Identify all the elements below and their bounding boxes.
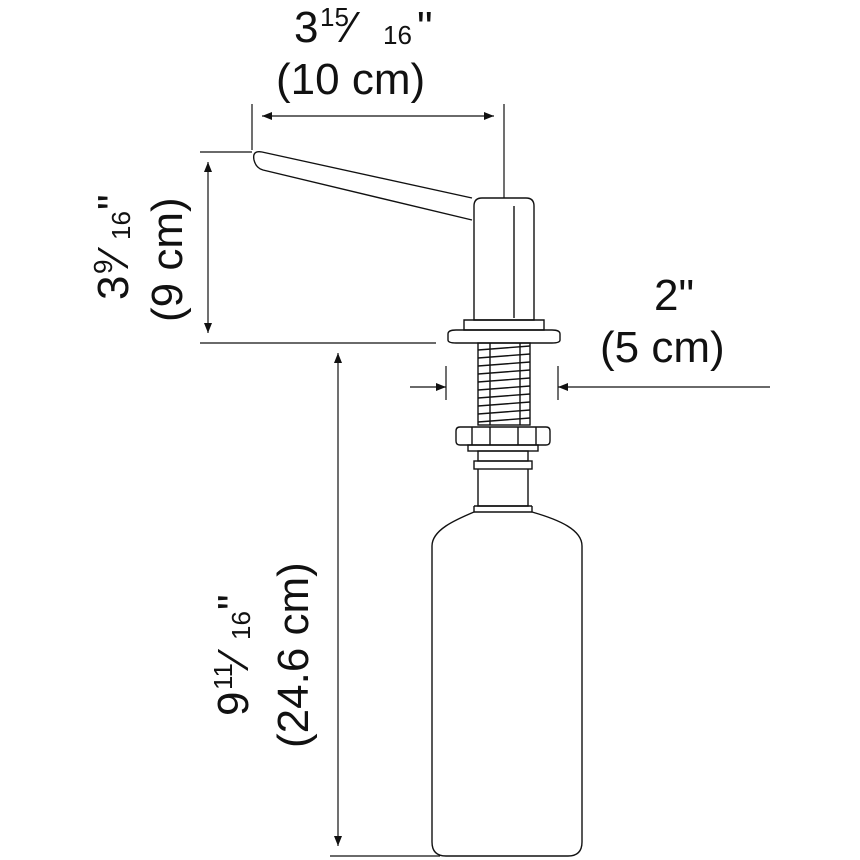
width-top-inch-mark: " xyxy=(417,3,433,52)
diameter-imperial: 2" xyxy=(654,271,694,320)
height-bottle-denominator: 16 xyxy=(226,611,256,640)
mounting-collar xyxy=(463,319,545,331)
dimension-width-top: 3 15 ⁄ 16 " (10 cm) xyxy=(251,2,505,198)
height-bottle-metric: (24.6 cm) xyxy=(269,562,318,748)
height-spout-inch-mark: " xyxy=(89,194,138,210)
width-top-whole: 3 xyxy=(294,3,318,52)
width-top-denominator: 16 xyxy=(383,20,412,50)
soap-bottle xyxy=(431,511,583,857)
height-spout-numerator: 9 xyxy=(88,260,118,274)
height-spout-metric: (9 cm) xyxy=(143,197,192,322)
dispenser-spout xyxy=(252,150,473,221)
soap-dispenser xyxy=(252,150,583,857)
height-spout-metric-label: (9 cm) xyxy=(143,197,192,322)
dimension-diameter-hole: 2" (5 cm) xyxy=(410,271,770,400)
threaded-shank xyxy=(477,342,531,426)
width-top-metric: (10 cm) xyxy=(276,55,425,104)
mounting-flange xyxy=(447,329,561,344)
pump-head xyxy=(473,197,535,321)
height-spout-whole: 3 xyxy=(89,276,138,300)
dimension-height-bottle: 9 11 ⁄ 16 " (24.6 cm) xyxy=(208,353,440,857)
width-top-numerator: 15 xyxy=(320,2,349,32)
height-bottle-metric-label: (24.6 cm) xyxy=(269,562,318,748)
mounting-nut xyxy=(455,426,551,452)
height-bottle-inch-mark: " xyxy=(209,594,258,610)
height-spout-denominator: 16 xyxy=(106,211,136,240)
diameter-metric: (5 cm) xyxy=(600,323,725,372)
height-bottle-label: 9 11 ⁄ 16 " xyxy=(208,594,258,716)
dimension-height-spout: 3 9 ⁄ 16 " (9 cm) xyxy=(88,151,436,344)
height-bottle-whole: 9 xyxy=(209,692,258,716)
bottle-neck xyxy=(473,450,533,513)
height-spout-label: 3 9 ⁄ 16 " xyxy=(88,194,138,300)
height-bottle-numerator: 11 xyxy=(208,663,238,690)
